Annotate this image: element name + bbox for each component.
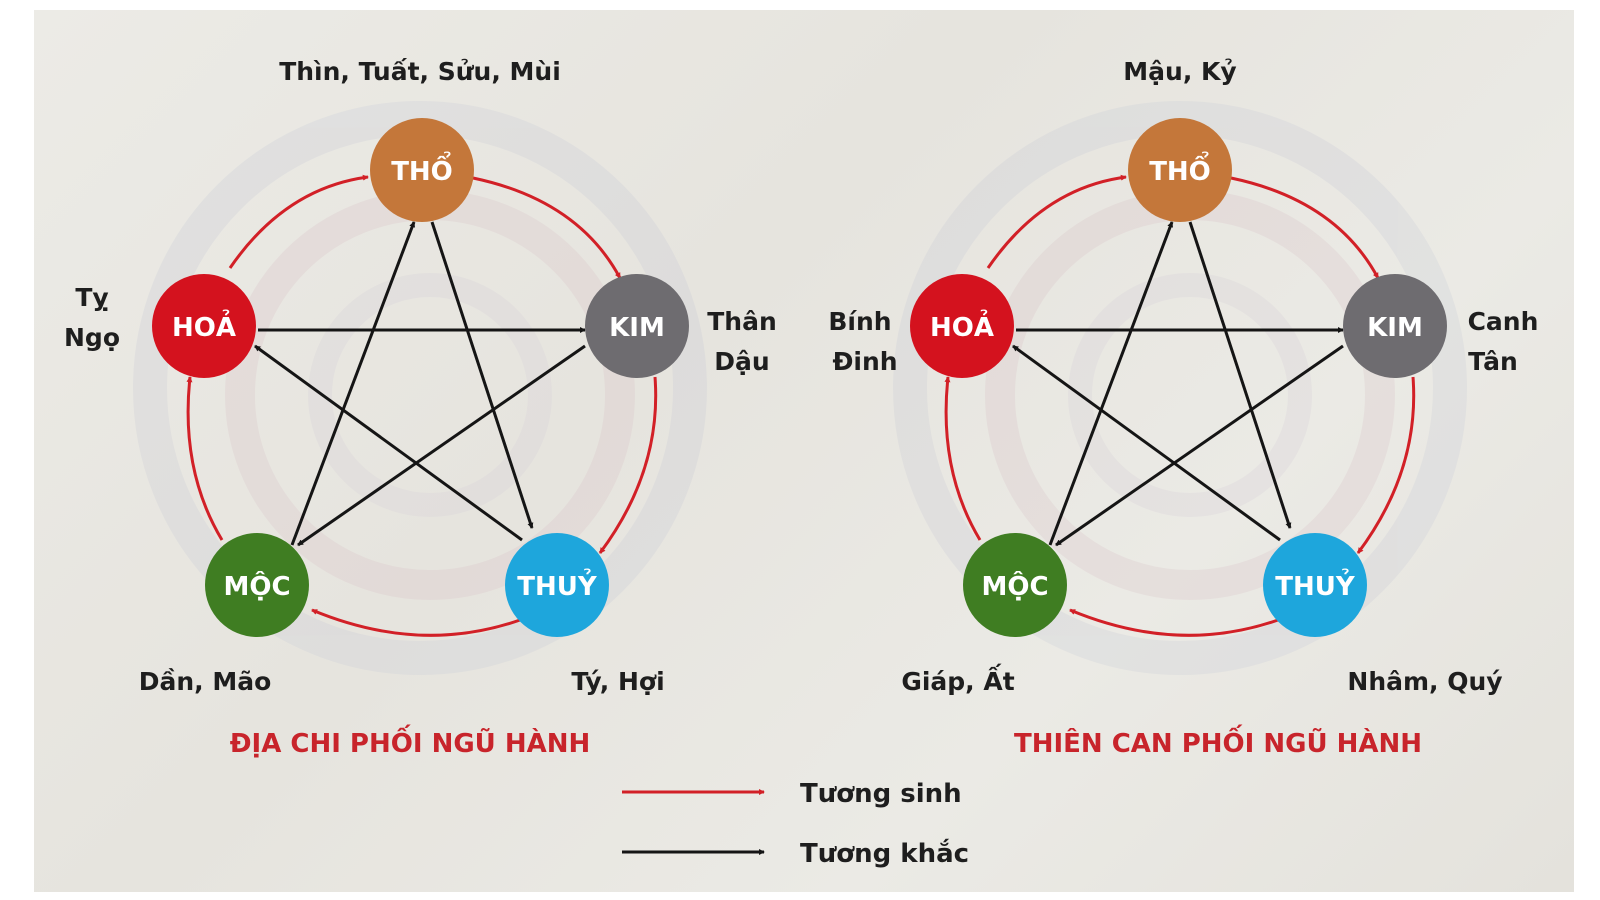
right-label-thuy: Nhâm, Quý (1347, 667, 1502, 696)
legend-khac-label: Tương khắc (800, 838, 969, 869)
legend: Tương sinh Tương khắc (622, 779, 969, 869)
left-node-moc: MỘC (205, 533, 309, 637)
left-arrow-sinh-hoa-tho (228, 174, 369, 269)
left-node-kim-label: KIM (609, 313, 665, 343)
right-label-hoa-2: Đinh (832, 347, 897, 376)
left-label-moc: Dần, Mão (139, 667, 272, 696)
right-arrow-khac-kim-moc (1055, 344, 1344, 547)
right-node-moc-label: MỘC (981, 570, 1048, 602)
left-node-moc-label: MỘC (223, 570, 290, 602)
right-arrow-khac-moc-tho (1048, 221, 1174, 546)
right-label-moc: Giáp, Ất (901, 663, 1014, 696)
left-diagram-title: ĐỊA CHI PHỐI NGŨ HÀNH (230, 723, 591, 759)
left-label-kim-1: Thân (707, 307, 777, 336)
right-diagram: THỔ KIM THUỶ MỘC HOẢ Mậu, Kỷ Canh Tân Nh… (828, 57, 1538, 759)
right-diagram-title: THIÊN CAN PHỐI NGŨ HÀNH (1014, 723, 1422, 759)
right-node-hoa: HOẢ (910, 274, 1014, 378)
right-arrow-sinh-tho-kim (1230, 176, 1380, 279)
right-node-hoa-label: HOẢ (930, 308, 994, 343)
left-label-hoa-1: Tỵ (75, 283, 108, 312)
right-arrow-sinh-thuy-moc (1069, 608, 1279, 637)
right-node-moc: MỘC (963, 533, 1067, 637)
left-arrow-khac-thuy-hoa (254, 344, 523, 542)
left-node-hoa-label: HOẢ (172, 308, 236, 343)
left-node-thuy-label: THUỶ (517, 567, 598, 602)
right-node-kim: KIM (1343, 274, 1447, 378)
right-arrow-sinh-moc-hoa (944, 376, 982, 541)
left-label-thuy: Tý, Hợi (571, 667, 664, 696)
right-arrow-sinh-kim-thuy (1356, 376, 1416, 554)
right-label-kim-2: Tân (1468, 347, 1518, 376)
left-node-hoa: HOẢ (152, 274, 256, 378)
right-node-kim-label: KIM (1367, 313, 1423, 343)
left-arrow-sinh-kim-thuy (598, 376, 658, 554)
left-node-tho: THỔ (370, 118, 474, 222)
right-label-tho: Mậu, Kỷ (1123, 57, 1236, 86)
left-arrow-khac-tho-thuy (430, 221, 534, 529)
right-node-thuy: THUỶ (1263, 533, 1367, 637)
right-node-thuy-label: THUỶ (1275, 567, 1356, 602)
left-label-tho: Thìn, Tuất, Sửu, Mùi (279, 57, 561, 86)
left-arrow-sinh-moc-hoa (186, 376, 224, 541)
left-diagram: THỔ KIM THUỶ MỘC HOẢ Thìn, Tuất, Sửu, Mù… (64, 57, 777, 759)
left-label-hoa-2: Ngọ (64, 323, 120, 352)
left-arrow-khac-moc-tho (290, 221, 416, 546)
right-arrow-sinh-hoa-tho (986, 174, 1127, 269)
right-node-tho: THỔ (1128, 118, 1232, 222)
left-arrow-khac-kim-moc (297, 344, 586, 547)
right-arrow-khac-thuy-hoa (1012, 344, 1281, 542)
right-label-hoa-1: Bính (828, 307, 891, 336)
left-arrow-sinh-thuy-moc (311, 608, 521, 637)
left-node-kim: KIM (585, 274, 689, 378)
legend-sinh-label: Tương sinh (800, 779, 962, 809)
left-arrow-sinh-tho-kim (472, 176, 622, 279)
paper-background (34, 10, 1574, 892)
left-label-kim-2: Dậu (714, 347, 769, 376)
right-label-kim-1: Canh (1468, 307, 1539, 336)
right-arrow-khac-tho-thuy (1188, 221, 1292, 529)
left-node-thuy: THUỶ (505, 533, 609, 637)
